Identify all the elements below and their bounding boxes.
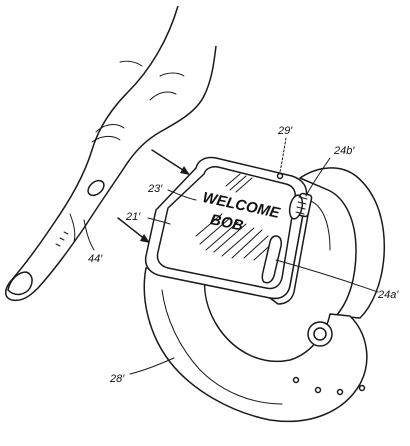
label-28: 28′: [109, 373, 125, 385]
side-button: [261, 235, 282, 284]
digital-crown: [288, 192, 313, 220]
screen-line-2: BOB: [209, 211, 245, 235]
label-29: 29′: [277, 125, 293, 137]
reference-labels: 29′ 24b′ 23′ 21′ 44′ 24a′ 28′: [88, 125, 399, 385]
arrow-upper: [151, 149, 190, 175]
label-24a: 24a′: [377, 289, 399, 301]
label-44: 44′: [88, 253, 103, 265]
label-23: 23′: [147, 183, 163, 195]
finger: [5, 5, 217, 302]
label-24b: 24b′: [333, 145, 355, 157]
label-21: 21′: [125, 211, 141, 223]
watch-band: [143, 167, 386, 423]
arrow-lower: [117, 217, 150, 243]
leader-lines: [83, 137, 379, 375]
sensor-dot: [276, 172, 284, 180]
